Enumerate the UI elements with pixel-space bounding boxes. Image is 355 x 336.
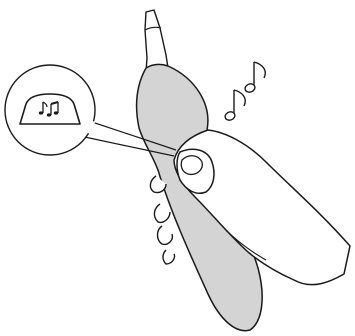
aspirator-tip xyxy=(144,9,169,73)
wrist-line xyxy=(225,229,267,261)
aspirator-tip-ring xyxy=(144,26,162,31)
eighth-note-icon xyxy=(244,61,266,93)
music-button xyxy=(19,93,81,125)
hand-palm xyxy=(173,129,351,286)
hand-thumb xyxy=(176,148,215,194)
callout xyxy=(4,64,177,157)
thumbnail xyxy=(180,155,203,176)
floating-notes xyxy=(224,61,266,121)
callout-pointer xyxy=(79,119,177,157)
finger-2 xyxy=(153,203,171,224)
eighth-note-icon xyxy=(224,89,246,121)
finger-1 xyxy=(149,175,167,194)
callout-bubble-cover xyxy=(82,118,95,134)
music-note-icon xyxy=(38,101,59,117)
finger-4 xyxy=(162,249,176,265)
finger-3 xyxy=(156,225,174,246)
hand xyxy=(149,129,351,286)
